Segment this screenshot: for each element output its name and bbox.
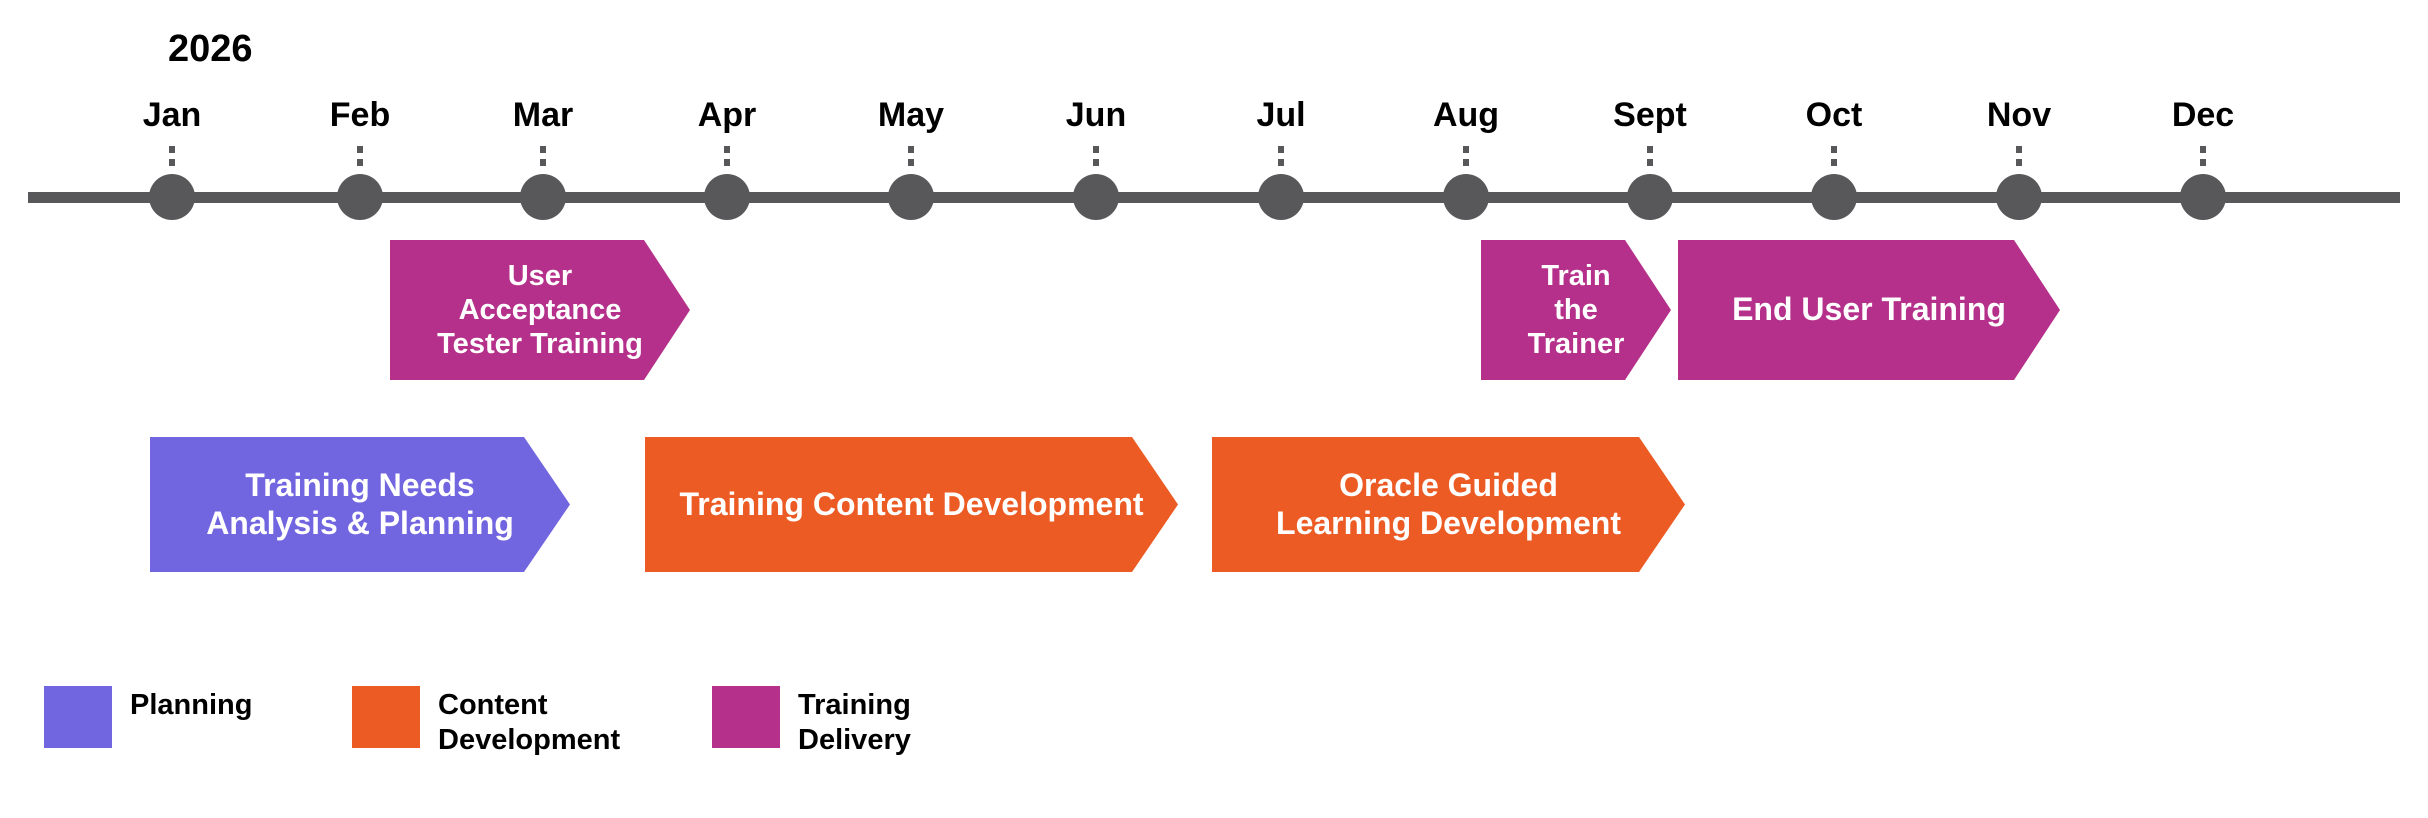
month-marker-dot-may[interactable] (888, 174, 934, 220)
month-tick-dash2-feb (357, 159, 363, 166)
month-tick-dash-aug (1463, 146, 1469, 153)
month-tick-dash-dec (2200, 146, 2206, 153)
month-tick-dash2-aug (1463, 159, 1469, 166)
month-label-apr: Apr (697, 96, 757, 134)
legend-item-planning[interactable]: Planning (44, 686, 252, 748)
month-tick-dash2-jan (169, 159, 175, 166)
month-tick-dash2-jul (1278, 159, 1284, 166)
month-tick-dash2-may (908, 159, 914, 166)
month-label-aug: Aug (1432, 96, 1500, 134)
month-tick-dash2-dec (2200, 159, 2206, 166)
month-label-nov: Nov (1986, 96, 2052, 134)
timeline-bar-label-end-user-training: End User Training (1732, 291, 2006, 328)
month-marker-dot-oct[interactable] (1811, 174, 1857, 220)
timeline-bar-train-the-trainer[interactable]: Train the Trainer (1481, 240, 1671, 380)
month-marker-dot-jan[interactable] (149, 174, 195, 220)
month-label-mar: Mar (512, 96, 574, 134)
month-label-jul: Jul (1256, 96, 1306, 134)
month-tick-dash2-oct (1831, 159, 1837, 166)
month-tick-dash-jun (1093, 146, 1099, 153)
timeline-axis-line (28, 192, 2400, 203)
month-label-sept: Sept (1613, 96, 1687, 134)
month-tick-dash-may (908, 146, 914, 153)
month-label-oct: Oct (1805, 96, 1863, 134)
timeline-bar-user-acceptance-tester-training[interactable]: User Acceptance Tester Training (390, 240, 690, 380)
month-tick-dash-apr (724, 146, 730, 153)
month-tick-dash2-sept (1647, 159, 1653, 166)
timeline-bar-label-user-acceptance-tester-training: User Acceptance Tester Training (437, 259, 643, 361)
timeline-bar-training-needs-analysis-planning[interactable]: Training Needs Analysis & Planning (150, 437, 570, 572)
timeline-bar-oracle-guided-learning-development[interactable]: Oracle Guided Learning Development (1212, 437, 1685, 572)
month-tick-dash-oct (1831, 146, 1837, 153)
month-label-dec: Dec (2171, 96, 2235, 134)
month-tick-dash-sept (1647, 146, 1653, 153)
month-tick-dash2-mar (540, 159, 546, 166)
legend-item-training-delivery[interactable]: Training Delivery (712, 686, 911, 759)
month-marker-dot-jul[interactable] (1258, 174, 1304, 220)
month-marker-dot-feb[interactable] (337, 174, 383, 220)
month-tick-dash-feb (357, 146, 363, 153)
month-label-may: May (877, 96, 945, 134)
month-marker-dot-aug[interactable] (1443, 174, 1489, 220)
month-marker-dot-sept[interactable] (1627, 174, 1673, 220)
month-tick-dash2-apr (724, 159, 730, 166)
legend-label-0: Planning (130, 689, 253, 721)
month-tick-dash-mar (540, 146, 546, 153)
legend-swatch-1 (352, 686, 420, 748)
legend-swatch-2 (712, 686, 780, 748)
month-tick-dash-nov (2016, 146, 2022, 153)
legend-label-2: Training Delivery (798, 689, 911, 757)
timeline-bar-end-user-training[interactable]: End User Training (1678, 240, 2060, 380)
legend-swatch-0 (44, 686, 112, 748)
legend-label-1: Content Development (438, 689, 621, 757)
month-marker-dot-nov[interactable] (1996, 174, 2042, 220)
month-label-jun: Jun (1065, 96, 1127, 134)
month-marker-dot-mar[interactable] (520, 174, 566, 220)
year-label: 2026 (168, 28, 253, 70)
timeline-bar-label-training-needs-analysis-planning: Training Needs Analysis & Planning (206, 466, 514, 541)
timeline-bar-label-oracle-guided-learning-development: Oracle Guided Learning Development (1276, 466, 1621, 541)
month-marker-dot-apr[interactable] (704, 174, 750, 220)
month-tick-dash-jan (169, 146, 175, 153)
legend-item-content-development[interactable]: Content Development (352, 686, 620, 759)
month-marker-dot-dec[interactable] (2180, 174, 2226, 220)
timeline-bar-label-training-content-development: Training Content Development (679, 485, 1144, 522)
month-tick-dash2-jun (1093, 159, 1099, 166)
month-tick-dash2-nov (2016, 159, 2022, 166)
timeline-bar-training-content-development[interactable]: Training Content Development (645, 437, 1178, 572)
month-label-feb: Feb (329, 96, 391, 134)
month-tick-dash-jul (1278, 146, 1284, 153)
timeline-bar-label-train-the-trainer: Train the Trainer (1527, 259, 1625, 361)
month-marker-dot-jun[interactable] (1073, 174, 1119, 220)
month-label-jan: Jan (142, 96, 202, 134)
